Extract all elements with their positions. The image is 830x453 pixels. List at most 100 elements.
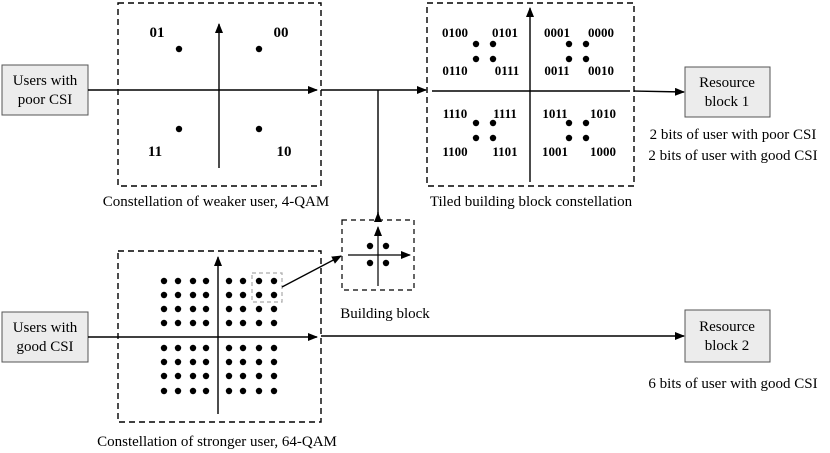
qam4-point	[175, 45, 183, 53]
qam4-frame	[117, 2, 322, 187]
qam64-point	[160, 291, 168, 299]
qam64-point	[255, 387, 263, 395]
tiled-point	[472, 40, 480, 48]
qam64-point	[255, 372, 263, 380]
qam64-point	[189, 291, 197, 299]
tiled-label: 1100	[442, 144, 467, 159]
qam64-point	[225, 305, 233, 313]
qam64-point	[189, 358, 197, 366]
qam64-point	[202, 319, 210, 327]
tiled-label: 0001	[544, 25, 570, 40]
note-rb2-good: 6 bits of user with good CSI	[648, 376, 817, 392]
caption-building-block: Building block	[340, 306, 430, 322]
tiled-point	[472, 134, 480, 142]
resource-block-1-box: Resource block 1	[684, 66, 771, 118]
qam4-label: 11	[148, 144, 162, 160]
tiled-point	[565, 119, 573, 127]
resource-block-1-line2: block 1	[705, 94, 750, 110]
qam64-point	[239, 277, 247, 285]
qam64-point	[174, 344, 182, 352]
qam64-point	[225, 344, 233, 352]
qam64-point	[160, 277, 168, 285]
qam64-points	[160, 277, 278, 395]
qam64-point	[160, 387, 168, 395]
qam64-point	[270, 319, 278, 327]
qam64-point	[239, 387, 247, 395]
qam64-point	[270, 344, 278, 352]
qam64-point	[189, 319, 197, 327]
building-block-output-arrowhead	[374, 212, 382, 222]
tiled-label: 1110	[443, 106, 468, 121]
tiled-label: 0101	[492, 25, 518, 40]
tiled-point	[582, 119, 590, 127]
tiled-label: 1000	[590, 144, 616, 159]
qam64-point	[174, 372, 182, 380]
qam64-point	[160, 319, 168, 327]
users-poor-csi-box: Users with poor CSI	[1, 64, 89, 116]
tiled-point	[472, 55, 480, 63]
qam64-point	[160, 305, 168, 313]
qam64-point	[239, 305, 247, 313]
tiled-label: 0011	[544, 63, 569, 78]
tiled-label: 0010	[588, 63, 614, 78]
qam64-point	[202, 372, 210, 380]
qam64-point	[225, 358, 233, 366]
tiled-label: 1111	[493, 106, 517, 121]
qam4-label: 00	[274, 25, 289, 41]
qam64-point	[270, 277, 278, 285]
tiled-point	[489, 55, 497, 63]
qam64-point	[239, 358, 247, 366]
caption-tiled-constellation: Tiled building block constellation	[430, 194, 633, 210]
users-poor-csi-line1: Users with	[13, 73, 78, 89]
qam64-point	[189, 387, 197, 395]
qam64-point	[160, 358, 168, 366]
qam64-point	[202, 277, 210, 285]
tiled-label: 0111	[495, 63, 520, 78]
caption-stronger-user: Constellation of stronger user, 64-QAM	[97, 434, 337, 450]
resource-block-2-line1: Resource	[699, 319, 755, 335]
tiled-label: 0000	[588, 25, 614, 40]
tiled-point	[472, 119, 480, 127]
qam4-point	[175, 125, 183, 133]
tiled-point	[582, 40, 590, 48]
tiled-point	[489, 119, 497, 127]
tiled-points	[472, 40, 590, 142]
qam4-constellation: 01 00 11 10	[117, 2, 322, 187]
qam64-point	[239, 372, 247, 380]
qam64-point	[225, 277, 233, 285]
qam64-point	[189, 372, 197, 380]
qam64-highlight-box	[251, 272, 283, 303]
qam64-point	[189, 305, 197, 313]
tiled-label: 1101	[492, 144, 517, 159]
qam64-point	[225, 319, 233, 327]
qam64-point	[239, 344, 247, 352]
qam64-point	[270, 305, 278, 313]
flow-lines	[88, 86, 685, 341]
qam64-point	[202, 291, 210, 299]
building-block-point	[382, 242, 390, 250]
qam64-point	[202, 344, 210, 352]
qam64-point	[202, 358, 210, 366]
tiled-label: 0100	[442, 25, 468, 40]
building-block	[341, 219, 415, 291]
qam64-point	[225, 387, 233, 395]
tiled-point	[582, 134, 590, 142]
qam4-point	[255, 45, 263, 53]
users-good-csi-line2: good CSI	[16, 339, 73, 355]
building-block-point	[366, 242, 374, 250]
qam64-point	[239, 319, 247, 327]
qam64-point	[270, 387, 278, 395]
qam64-point	[255, 344, 263, 352]
qam64-point	[239, 291, 247, 299]
users-poor-csi-line2: poor CSI	[18, 92, 73, 108]
qam64-point	[174, 358, 182, 366]
qam64-point	[160, 372, 168, 380]
tiled-point	[489, 134, 497, 142]
qam64-point	[189, 277, 197, 285]
qam4-point	[255, 125, 263, 133]
qam64-point	[160, 344, 168, 352]
users-good-csi-line1: Users with	[13, 320, 78, 336]
tiled-point	[565, 55, 573, 63]
tiled-label: 1010	[590, 106, 616, 121]
